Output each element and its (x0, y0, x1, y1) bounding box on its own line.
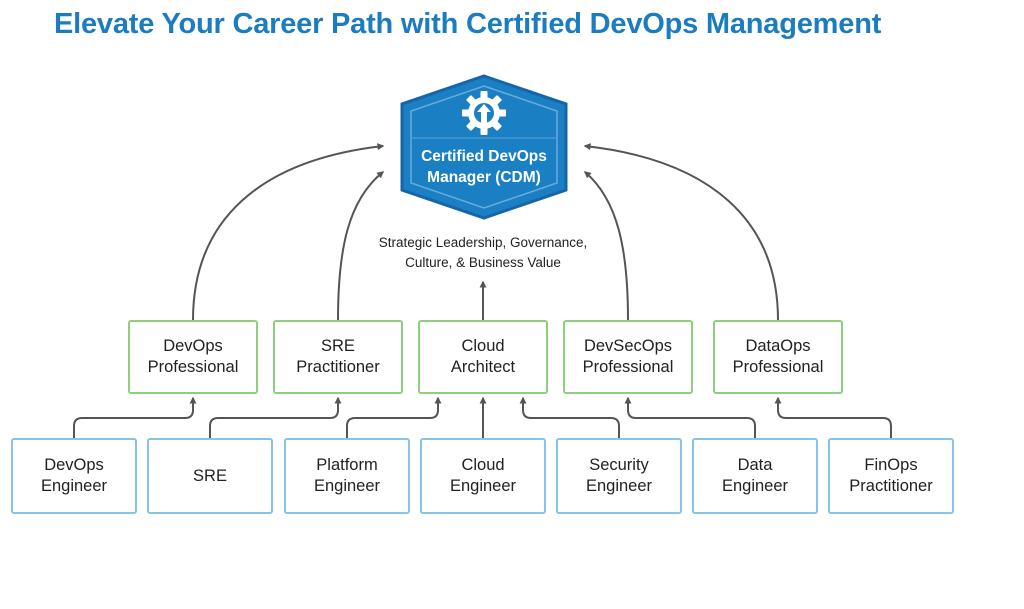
role-label-line-2: Professional (147, 358, 239, 376)
description-line-1: Strategic Leadership, Governance, (378, 235, 588, 250)
cdm-badge (400, 74, 568, 220)
role-sre-practitioner: SRE Practitioner (273, 320, 403, 394)
role-label-line-2: Architect (450, 358, 516, 376)
role-label-line-2: Engineer (449, 477, 517, 495)
role-label-line-1: Cloud (461, 337, 505, 355)
role-label-line-2: Engineer (313, 477, 381, 495)
role-label-line-2: Engineer (40, 477, 108, 495)
description-line-2: Culture, & Business Value (405, 255, 561, 270)
role-sre: SRE (147, 438, 273, 514)
badge-line-1: Certified DevOps (421, 148, 547, 165)
role-label-line-2: Practitioner (849, 477, 933, 495)
role-label-line-1: DevOps (163, 337, 223, 355)
role-label-line-2: Engineer (721, 477, 789, 495)
role-label-line-1: DataOps (745, 337, 811, 355)
cdm-description: Strategic Leadership, Governance, Cultur… (330, 233, 636, 273)
role-label-line-1: SRE (193, 466, 227, 485)
role-label-line-1: Security (589, 456, 649, 474)
role-label-line-1: DevSecOps (583, 337, 673, 355)
gear-arrow-icon (462, 91, 506, 135)
role-label-line-2: Practitioner (296, 358, 380, 376)
role-label-line-2: Professional (732, 358, 824, 376)
page-title: Elevate Your Career Path with Certified … (54, 8, 882, 40)
role-label-line-1: FinOps (864, 456, 918, 474)
role-label-line-1: Data (737, 456, 773, 474)
badge-line-2: Manager (CDM) (427, 169, 541, 186)
role-label-line-1: Platform (316, 456, 378, 474)
role-label-line-1: Cloud (461, 456, 505, 474)
role-label-line-1: DevOps (44, 456, 104, 474)
role-label-line-2: Professional (582, 358, 674, 376)
cdm-badge-label: Certified DevOps Manager (CDM) (404, 146, 564, 188)
role-label-line-2: Engineer (585, 477, 653, 495)
role-label-line-1: SRE (321, 337, 355, 355)
